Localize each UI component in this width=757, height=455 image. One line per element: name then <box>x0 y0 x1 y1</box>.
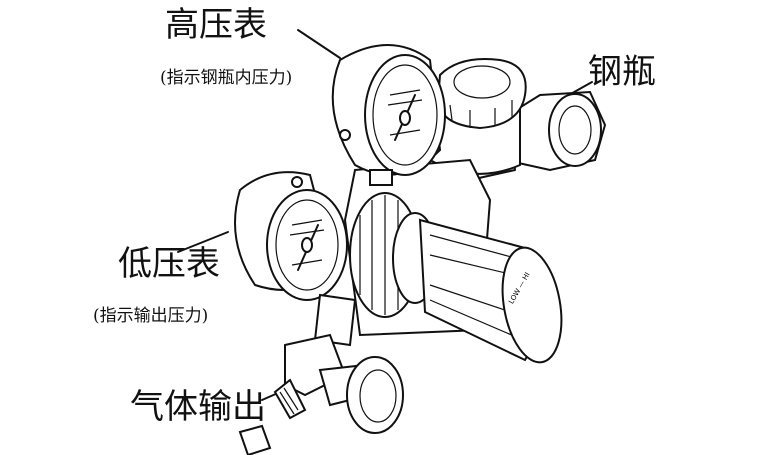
leader-high-gauge <box>297 29 341 59</box>
high-pressure-gauge <box>331 44 446 186</box>
label-high-gauge: 高压表 <box>165 5 267 45</box>
adjusting-knob: LOW — HI <box>418 218 563 364</box>
leader-low-gauge <box>177 231 229 253</box>
label-high-gauge-note: (指示钢瓶内压力) <box>160 68 293 88</box>
label-cylinder: 钢瓶 <box>588 52 656 92</box>
low-pressure-gauge <box>234 171 348 301</box>
valve-handwheel <box>429 58 527 175</box>
label-gas-outlet: 气体输出 <box>130 387 266 427</box>
outlet-fitting <box>238 293 404 455</box>
label-low-gauge: 低压表 <box>118 244 220 284</box>
label-low-gauge-note: (指示输出压力) <box>93 306 209 326</box>
